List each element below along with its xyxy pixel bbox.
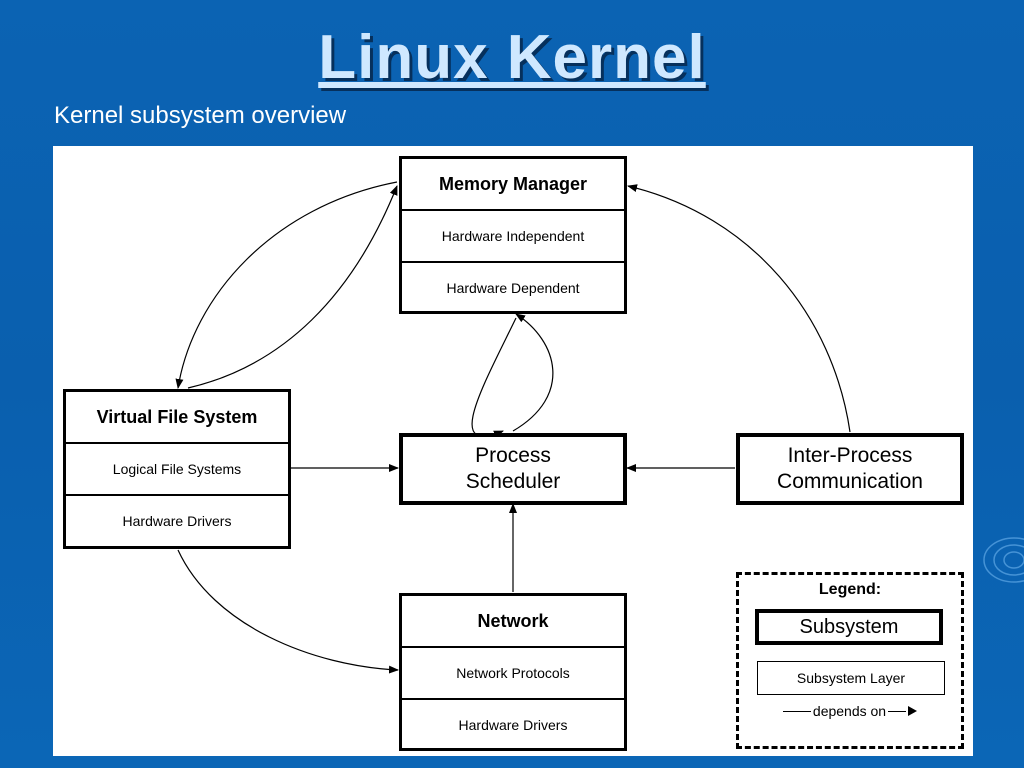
legend-line-right <box>888 710 907 712</box>
arrow-vfs-to-memory <box>187 185 398 389</box>
virtual-file-system-box: Virtual File System Logical File Systems… <box>63 389 291 549</box>
memory-manager-box: Memory Manager Hardware Independent Hard… <box>399 156 627 314</box>
process-scheduler-line2: Scheduler <box>465 470 561 493</box>
arrow-vfs-to-network <box>177 549 399 674</box>
slide-title: Linux Kernel <box>318 23 706 92</box>
vfs-title: Virtual File System <box>66 392 288 444</box>
arrow-ipc-to-memory <box>627 184 851 433</box>
memory-layer-hardware-dependent: Hardware Dependent <box>402 261 624 313</box>
process-scheduler-line1: Process <box>475 444 551 467</box>
ipc-line1: Inter-Process <box>787 444 913 467</box>
legend-line <box>782 710 811 712</box>
network-title: Network <box>402 596 624 648</box>
memory-layer-hardware-independent: Hardware Independent <box>441 228 585 244</box>
memory-manager-title: Memory Manager <box>402 159 624 211</box>
decorative-swirl-icon <box>983 537 1024 583</box>
legend-subsystem-layer: Subsystem Layer <box>757 661 945 695</box>
network-layer-hardware-drivers: Hardware Drivers <box>402 698 624 750</box>
slide-subtitle: Kernel subsystem overview <box>54 102 347 129</box>
ipc-box: Inter-Process Communication <box>736 433 964 505</box>
network-layer-protocols: Network Protocols <box>456 665 570 681</box>
legend-depends-on: depends on <box>739 703 961 719</box>
legend-arrowhead <box>908 706 918 716</box>
legend-subsystem: Subsystem <box>755 609 943 645</box>
vfs-layer-hardware-drivers: Hardware Drivers <box>66 494 288 546</box>
ipc-line2: Communication <box>777 470 923 493</box>
process-scheduler-box: Process Scheduler <box>399 433 627 505</box>
legend-depends-on-label: depends on <box>812 703 887 719</box>
dependency-arrows <box>175 181 851 674</box>
diagram-panel: Memory Manager Hardware Independent Hard… <box>53 146 973 756</box>
arrow-scheduler-to-memory <box>512 313 554 432</box>
legend-title: Legend: <box>818 581 882 598</box>
network-box: Network Network Protocols Hardware Drive… <box>399 593 627 751</box>
vfs-layer-logical-file-systems: Logical File Systems <box>112 461 242 477</box>
arrow-memory-to-scheduler <box>471 317 517 439</box>
legend-box: Legend: Subsystem Subsystem Layer depend… <box>736 572 964 749</box>
arrow-memory-to-vfs <box>175 181 398 389</box>
